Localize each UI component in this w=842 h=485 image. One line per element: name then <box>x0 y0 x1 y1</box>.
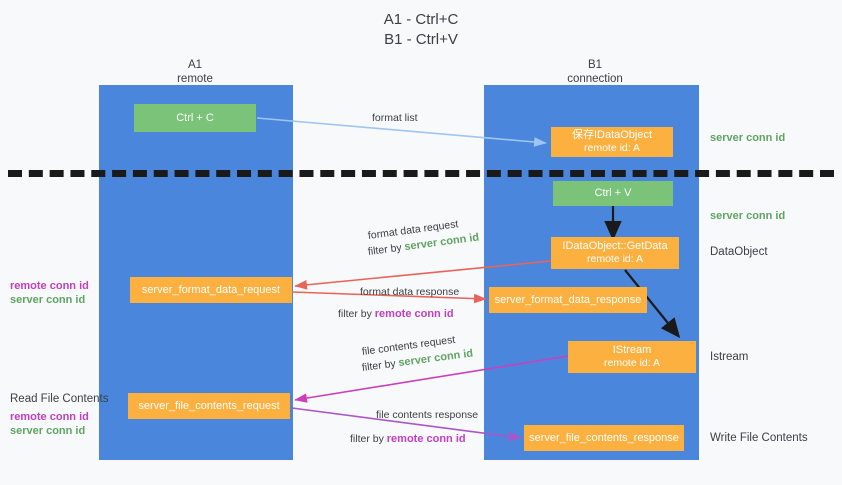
node-istream-line2: remote id: A <box>603 357 661 369</box>
edge-filter-prefix-3: filter by <box>361 357 400 374</box>
node-server-format-data-response[interactable]: server_format_data_response <box>489 287 647 313</box>
column-header-b1-name: B1 <box>587 59 603 71</box>
node-server-format-data-request-label: server_format_data_request <box>141 283 281 296</box>
node-ctrl-c-label: Ctrl + C <box>176 111 214 124</box>
node-server-file-contents-response-label: server_file_contents_response <box>529 431 679 444</box>
edge-conn-id-4: remote conn id <box>386 433 466 445</box>
edge-label-format-data-response: format data response filter by remote co… <box>338 285 460 321</box>
column-header-a1: A1 remote <box>120 58 270 86</box>
right-label-istream: Istream <box>710 351 749 363</box>
left-label-server-conn-id-1: server conn id <box>10 294 86 306</box>
node-server-file-contents-request[interactable]: server_file_contents_request <box>128 393 290 419</box>
right-label-server-conn-id-top: server conn id <box>710 132 786 144</box>
edge-label-format-data-response-line1: format data response <box>360 286 460 298</box>
edge-label-format-data-request: format data request filter by server con… <box>367 218 480 259</box>
left-label-remote-conn-id-2: remote conn id <box>10 411 89 423</box>
edge-label-file-contents-response-line1: file contents response <box>376 409 479 421</box>
phase-divider <box>8 170 834 177</box>
edge-label-file-contents-response: file contents response filter by remote … <box>350 408 479 446</box>
left-label-read-file-contents: Read File Contents <box>10 393 109 405</box>
edge-filter-prefix-4: filter by <box>350 433 387 445</box>
node-ctrl-v[interactable]: Ctrl + V <box>553 181 673 206</box>
node-ctrl-v-label: Ctrl + V <box>594 187 632 199</box>
column-header-a1-name: A1 <box>187 59 203 71</box>
node-save-idataobject[interactable]: 保存IDataObject remote id: A <box>551 127 673 157</box>
edge-label-format-list-text: format list <box>372 112 418 124</box>
edge-filter-prefix-2: filter by <box>338 308 375 320</box>
node-idataobject-getdata[interactable]: IDataObject::GetData remote id: A <box>551 237 679 269</box>
column-header-b1: B1 connection <box>520 58 670 86</box>
node-ctrl-c[interactable]: Ctrl + C <box>134 104 256 132</box>
node-istream[interactable]: IStream remote id: A <box>568 341 696 373</box>
edge-conn-id-2: remote conn id <box>374 308 454 320</box>
edge-label-format-list: format list <box>372 111 418 125</box>
right-label-write-file-contents: Write File Contents <box>710 432 808 444</box>
title-line-2: B1 - Ctrl+V <box>384 31 458 48</box>
node-istream-line1: IStream <box>612 344 652 356</box>
right-label-server-conn-id-mid: server conn id <box>710 210 786 222</box>
node-getdata-line2: remote id: A <box>586 253 644 265</box>
column-header-a1-sub: remote <box>177 73 213 85</box>
node-save-idataobject-line1: 保存IDataObject <box>571 129 653 141</box>
title-line-1: A1 - Ctrl+C <box>383 11 459 28</box>
edge-filter-prefix-1: filter by <box>367 241 406 258</box>
node-server-file-contents-response[interactable]: server_file_contents_response <box>524 425 684 451</box>
right-label-dataobject: DataObject <box>710 246 768 258</box>
left-label-remote-conn-id-1: remote conn id <box>10 280 89 292</box>
node-save-idataobject-line2: remote id: A <box>583 142 641 154</box>
node-server-file-contents-request-label: server_file_contents_request <box>138 399 280 412</box>
left-label-group-format: remote conn id server conn id <box>10 279 89 307</box>
node-getdata-line1: IDataObject::GetData <box>562 240 668 252</box>
node-server-format-data-request[interactable]: server_format_data_request <box>130 277 292 303</box>
column-header-b1-sub: connection <box>567 73 623 85</box>
page-title: A1 - Ctrl+C B1 - Ctrl+V <box>0 10 842 50</box>
left-label-server-conn-id-2: server conn id <box>10 425 86 437</box>
edge-label-file-contents-request: file contents request filter by server c… <box>361 334 474 375</box>
edge-label-format-data-response-line2: filter by remote conn id <box>338 307 459 321</box>
node-server-format-data-response-label: server_format_data_response <box>494 293 642 306</box>
left-label-group-file: remote conn id server conn id <box>10 410 89 438</box>
edge-label-file-contents-response-line2: filter by remote conn id <box>350 432 478 446</box>
